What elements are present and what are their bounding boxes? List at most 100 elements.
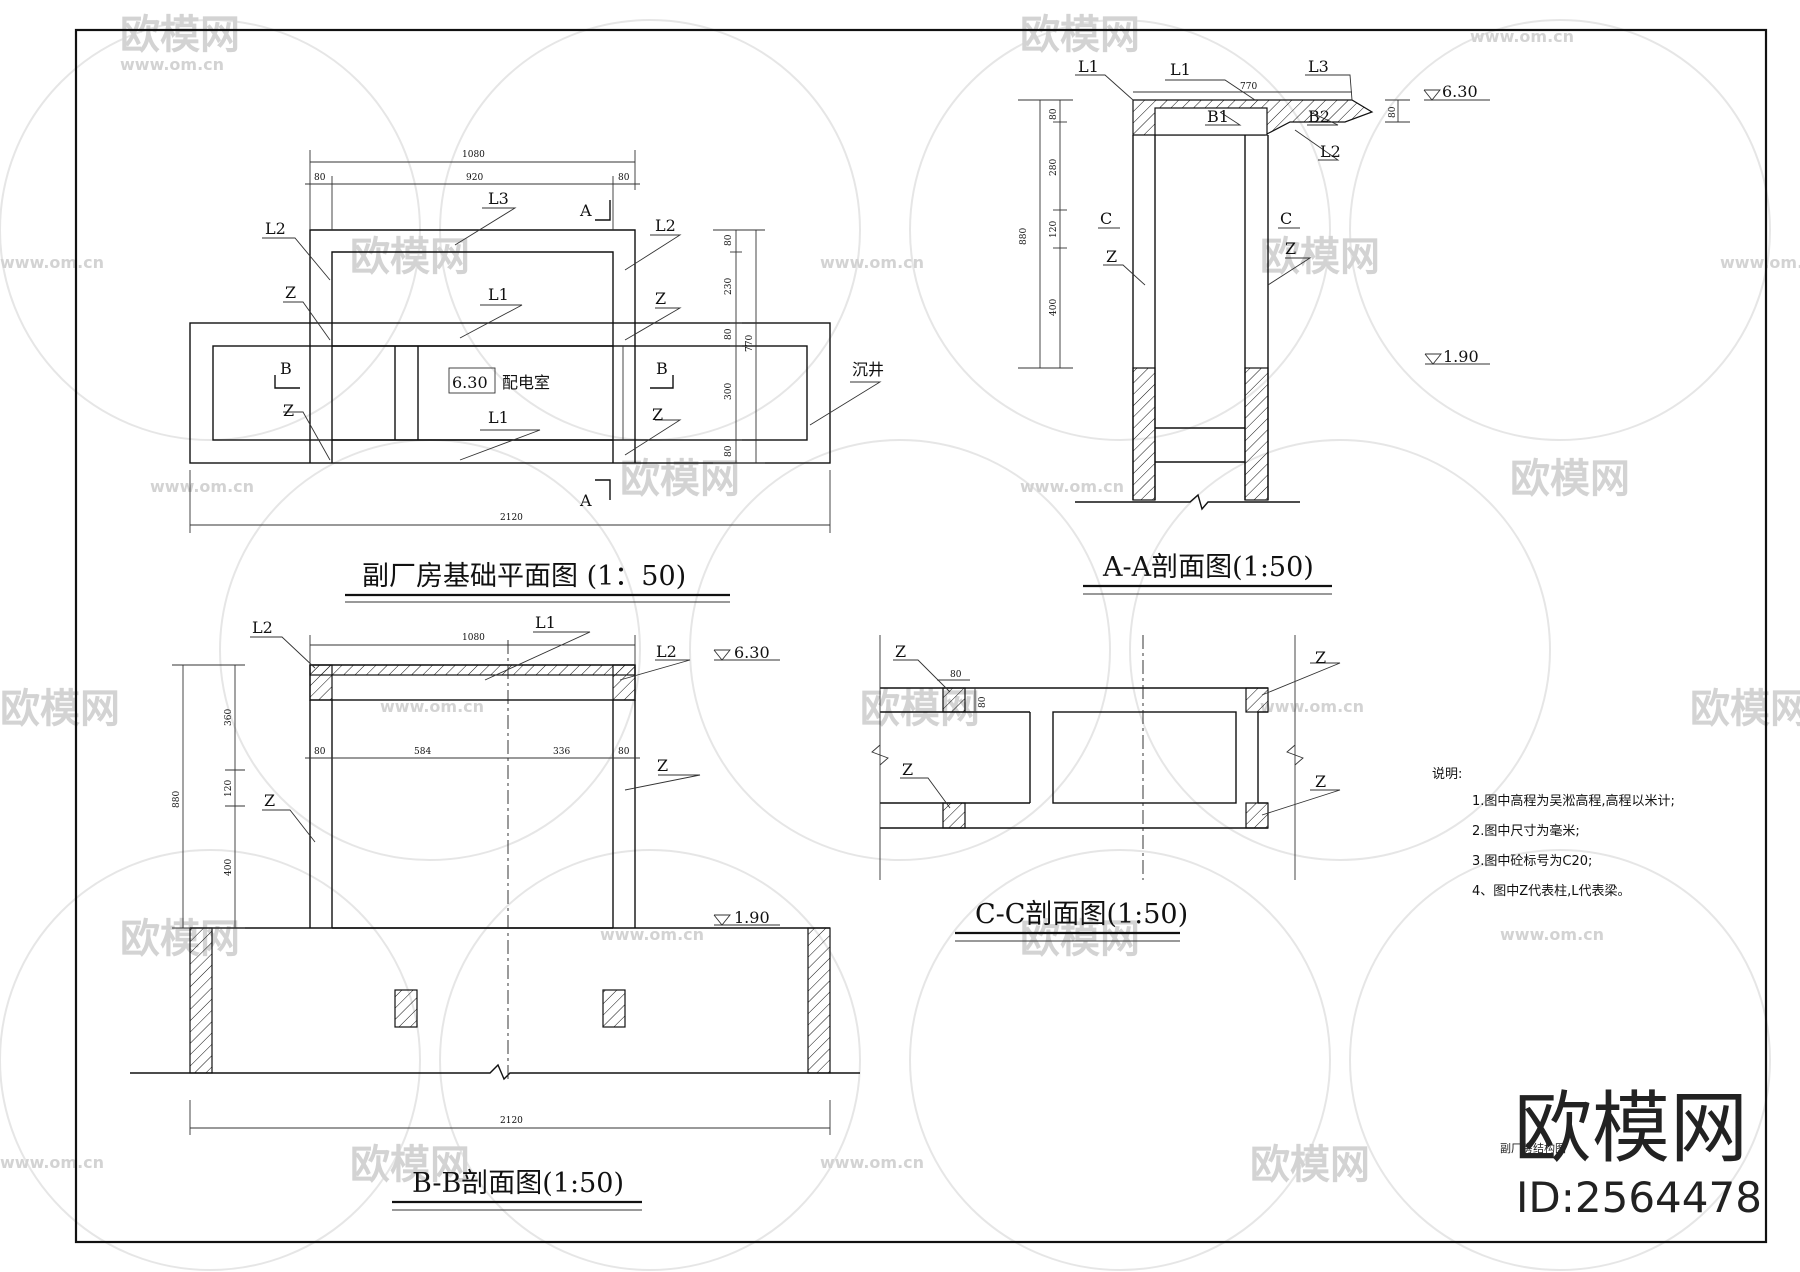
leader-line (1294, 129, 1340, 161)
note-item: 1.图中高程为吴淞高程,高程以米计; (1472, 793, 1675, 809)
dim-total-top: 1080 (462, 150, 485, 160)
column-z-tl (942, 687, 966, 713)
leader-line (619, 659, 691, 681)
dim-bottom: 2120 (500, 1116, 523, 1126)
roof-slab-hatch (309, 664, 636, 676)
column-section (394, 989, 418, 1028)
beam-b1-void (1154, 107, 1268, 136)
label-l1-a: L1 (1078, 57, 1099, 76)
label-b2: B2 (1308, 107, 1330, 126)
leader-line (1075, 74, 1134, 101)
dim-v2: 230 (724, 278, 734, 295)
column-section (602, 989, 626, 1028)
dim-h: 80 (978, 696, 988, 708)
watermark-arcs (0, 19, 1771, 1271)
beam-l2-left (309, 664, 333, 701)
plan-foundation-outline (189, 322, 831, 464)
label-z-tr: Z (1315, 648, 1326, 667)
elevation-bottom: 1.90 (1443, 347, 1479, 366)
dim-v4: 300 (724, 383, 734, 400)
section-aa-title: A-A剖面图(1:50) (1102, 552, 1314, 583)
label-sump: 沉井 (852, 360, 884, 379)
dim-v-total: 770 (745, 335, 755, 352)
leader-line (283, 411, 331, 461)
label-l2: L2 (1320, 142, 1341, 161)
dim-total-bottom: 2120 (500, 513, 523, 523)
watermark-site: www.om.cn (600, 925, 704, 944)
section-cc-title: C-C剖面图(1:50) (975, 899, 1188, 930)
dim-v4: 400 (1049, 299, 1059, 316)
label-l3: L3 (488, 189, 509, 208)
watermark-site: www.om.cn (1260, 697, 1364, 716)
section-marker-a (595, 200, 611, 221)
section-bb-title: B-B剖面图(1:50) (412, 1168, 624, 1199)
watermark-brand: 欧模网 (1510, 456, 1630, 502)
leader-line (1165, 79, 1256, 101)
note-item: 4、图中Z代表柱,L代表梁。 (1472, 884, 1631, 899)
notes-heading: 说明: (1432, 767, 1462, 782)
label-z-bl: Z (283, 401, 294, 420)
dim-v3: 120 (1049, 221, 1059, 238)
column-z-tr (1245, 687, 1269, 713)
leader-line (1103, 264, 1146, 286)
dim-v-total: 880 (172, 791, 182, 808)
dim-middle: 920 (466, 173, 483, 183)
leader-line (459, 429, 541, 461)
break-symbol (1286, 744, 1304, 766)
section-bb: 1080 80 584 336 80 360 120 400 880 2120 … (130, 613, 860, 1211)
section-marker-b (650, 375, 674, 389)
label-l3: L3 (1308, 57, 1329, 76)
drawing-name: 副厂房结构图 (1500, 1141, 1566, 1155)
leader-line (262, 237, 331, 281)
watermark-site: www.om.cn (1500, 925, 1604, 944)
dim-left: 80 (314, 173, 326, 183)
watermark-site: www.om.cn (1470, 27, 1574, 46)
watermark-brand: 欧模网 (0, 686, 120, 732)
left-foundation (1132, 367, 1156, 501)
watermark-brand: 欧模网 (350, 234, 470, 280)
dim-v1: 80 (1049, 108, 1059, 120)
elevation-marker (713, 914, 731, 926)
watermark-layer: 欧模网 www.om.cn 欧模网 www.om.cn 欧模网 www.om.c… (0, 12, 1800, 1271)
elevation-marker (1424, 353, 1442, 365)
watermark-site: www.om.cn (820, 253, 924, 272)
label-z-left: Z (264, 791, 275, 810)
leader-line (624, 774, 701, 791)
elevation-marker (1423, 89, 1441, 101)
leader-line (893, 659, 951, 693)
note-item: 3.图中砼标号为C20; (1472, 854, 1592, 869)
leader-line (900, 777, 951, 809)
dim-slab: 80 (1388, 106, 1398, 118)
plan-title: 副厂房基础平面图 (1：50) (362, 561, 686, 592)
ground-line (1075, 493, 1300, 511)
dim-right: 80 (618, 173, 630, 183)
section-aa: 770 80 280 120 400 880 80 6.30 1.90 L1 L… (1018, 57, 1490, 595)
dim-d: 80 (618, 747, 630, 757)
watermark-brand: 欧模网 (1020, 12, 1140, 58)
label-l2-right: L2 (656, 642, 677, 661)
elevation-top: 6.30 (734, 643, 770, 662)
section-b-left: B (280, 359, 292, 378)
label-z-tl: Z (285, 283, 296, 302)
leader-line (1205, 111, 1242, 126)
dim-top: 770 (1240, 82, 1257, 92)
leader-line (250, 636, 316, 669)
notes-block: 说明: 1.图中高程为吴淞高程,高程以米计; 2.图中尺寸为毫米; 3.图中砼标… (1432, 767, 1675, 899)
leader-line (1305, 74, 1353, 101)
section-a-bottom: A (579, 491, 592, 510)
brand-logo: 欧模网 (1514, 1084, 1748, 1174)
label-l1-bottom: L1 (488, 408, 509, 427)
leader-line (809, 381, 882, 426)
note-item: 2.图中尺寸为毫米; (1472, 823, 1580, 839)
watermark-brand: 欧模网 (120, 916, 240, 962)
watermark-brand: 欧模网 (1250, 1142, 1370, 1188)
leader-line (1267, 257, 1312, 286)
leader-line (1261, 662, 1341, 696)
plan-upper-inner (331, 251, 614, 323)
column-z-bl (942, 802, 966, 829)
elevation-top: 6.30 (1442, 82, 1478, 101)
foundation-plan: 6.30 配电室 1080 80 920 80 80 230 80 300 80… (189, 150, 884, 603)
watermark-brand: 欧模网 (350, 1142, 470, 1188)
label-z-tl: Z (895, 642, 906, 661)
label-c-right: C (1280, 209, 1292, 228)
